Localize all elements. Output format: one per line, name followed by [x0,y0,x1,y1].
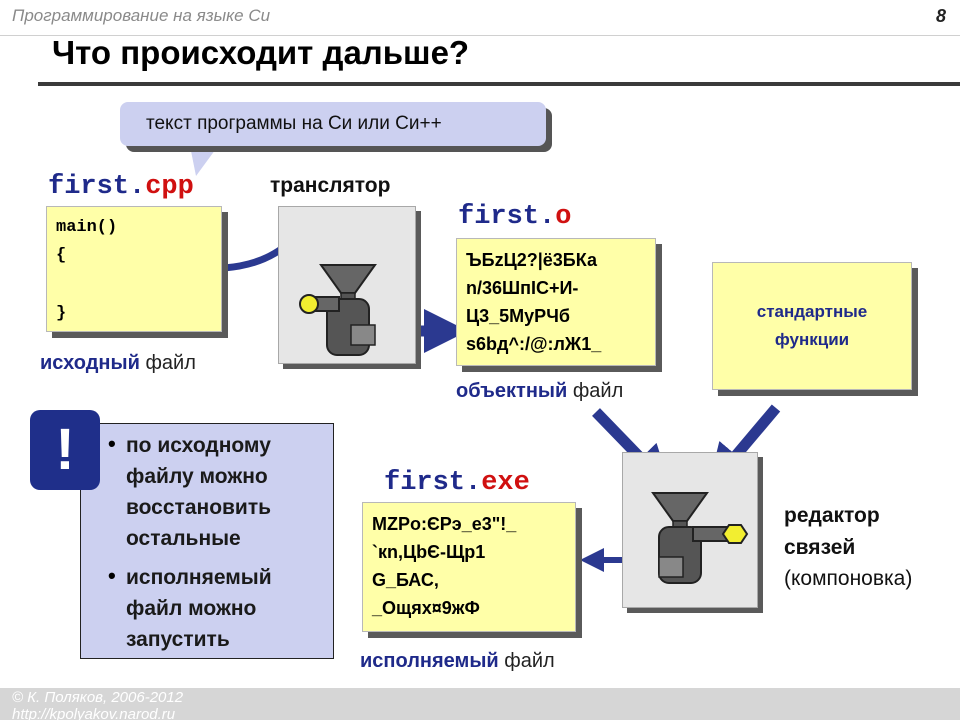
top-bar [0,0,960,36]
linker-label-line3: (компоновка) [784,567,913,590]
std-functions-box [712,262,912,390]
translator-label: транслятор [270,174,391,197]
source-caption: исходный файл [40,352,196,374]
source-file-name: first.cpp [48,172,194,202]
linker-label-line1: редактор [784,504,880,527]
source-file-base: first. [48,172,146,202]
translator-panel [278,206,416,364]
object-file-base: first. [458,202,556,232]
code-line: main() [56,218,118,237]
exe-caption: исполняемый файл [360,650,555,672]
object-line: n/36ШпIC+И- [466,278,579,298]
code-line: { [56,246,67,265]
grinder-icon [299,264,377,356]
exe-line: G_БАС, [372,570,439,590]
linker-panel [622,452,758,608]
object-file-ext: o [555,202,572,232]
std-functions-line: стандартные [756,302,868,321]
footer-copyright: © К. Поляков, 2006-2012 [12,689,184,706]
object-line: ЪБzЦ2?|ё3БКа [466,250,597,270]
slide-title: Что происходит дальше? [52,34,470,71]
page-number: 8 [935,6,946,26]
linker-label-line2: связей [784,536,856,559]
exclamation-badge [30,410,100,490]
source-file-ext: cpp [145,172,194,202]
source-code-box [46,206,222,332]
object-caption: объектный файл [456,380,624,402]
exe-file-name: first.exe [384,468,530,498]
object-file-name: first.o [458,202,571,232]
callout-bubble [120,102,546,146]
info-bullet-line: файл можно [126,597,257,620]
exe-line: `кn,ЦbЄ-Щр1 [372,542,486,562]
object-line: s6bд^:/@:лЖ1_ [466,334,602,354]
std-functions-line: функции [774,330,850,349]
object-line: Ц3_5МуРЧб [466,306,570,326]
exe-file-ext: exe [481,468,530,498]
exe-file-base: first. [384,468,482,498]
exe-file-box [362,502,576,632]
callout-tail [190,146,218,176]
exe-line: MZPo:ЄРэ_е3"!_ [372,514,517,534]
info-bullet-line: по исходному [126,434,271,457]
footer-bar [0,688,960,720]
info-bullet-line: восстановить [126,496,272,519]
object-file-box [456,238,656,366]
info-bullet-line: запустить [126,628,230,651]
bullet-dot: • [108,563,116,588]
footer-url: http://kpolyakov.narod.ru [12,706,176,720]
code-line: } [56,304,67,323]
bullet-dot: • [108,431,116,456]
info-bullet-line: файлу можно [126,465,268,488]
title-divider [38,82,960,86]
grinder-icon [651,492,749,584]
callout-text: текст программы на Си или Си++ [146,113,442,134]
info-box [80,423,334,659]
info-bullet-line: остальные [126,527,241,550]
exclamation-icon: ! [55,417,75,482]
info-bullet-line: исполняемый [126,566,272,589]
exe-line: _Ощях¤9жФ [372,598,480,618]
course-title: Программирование на языке Си [12,6,271,25]
